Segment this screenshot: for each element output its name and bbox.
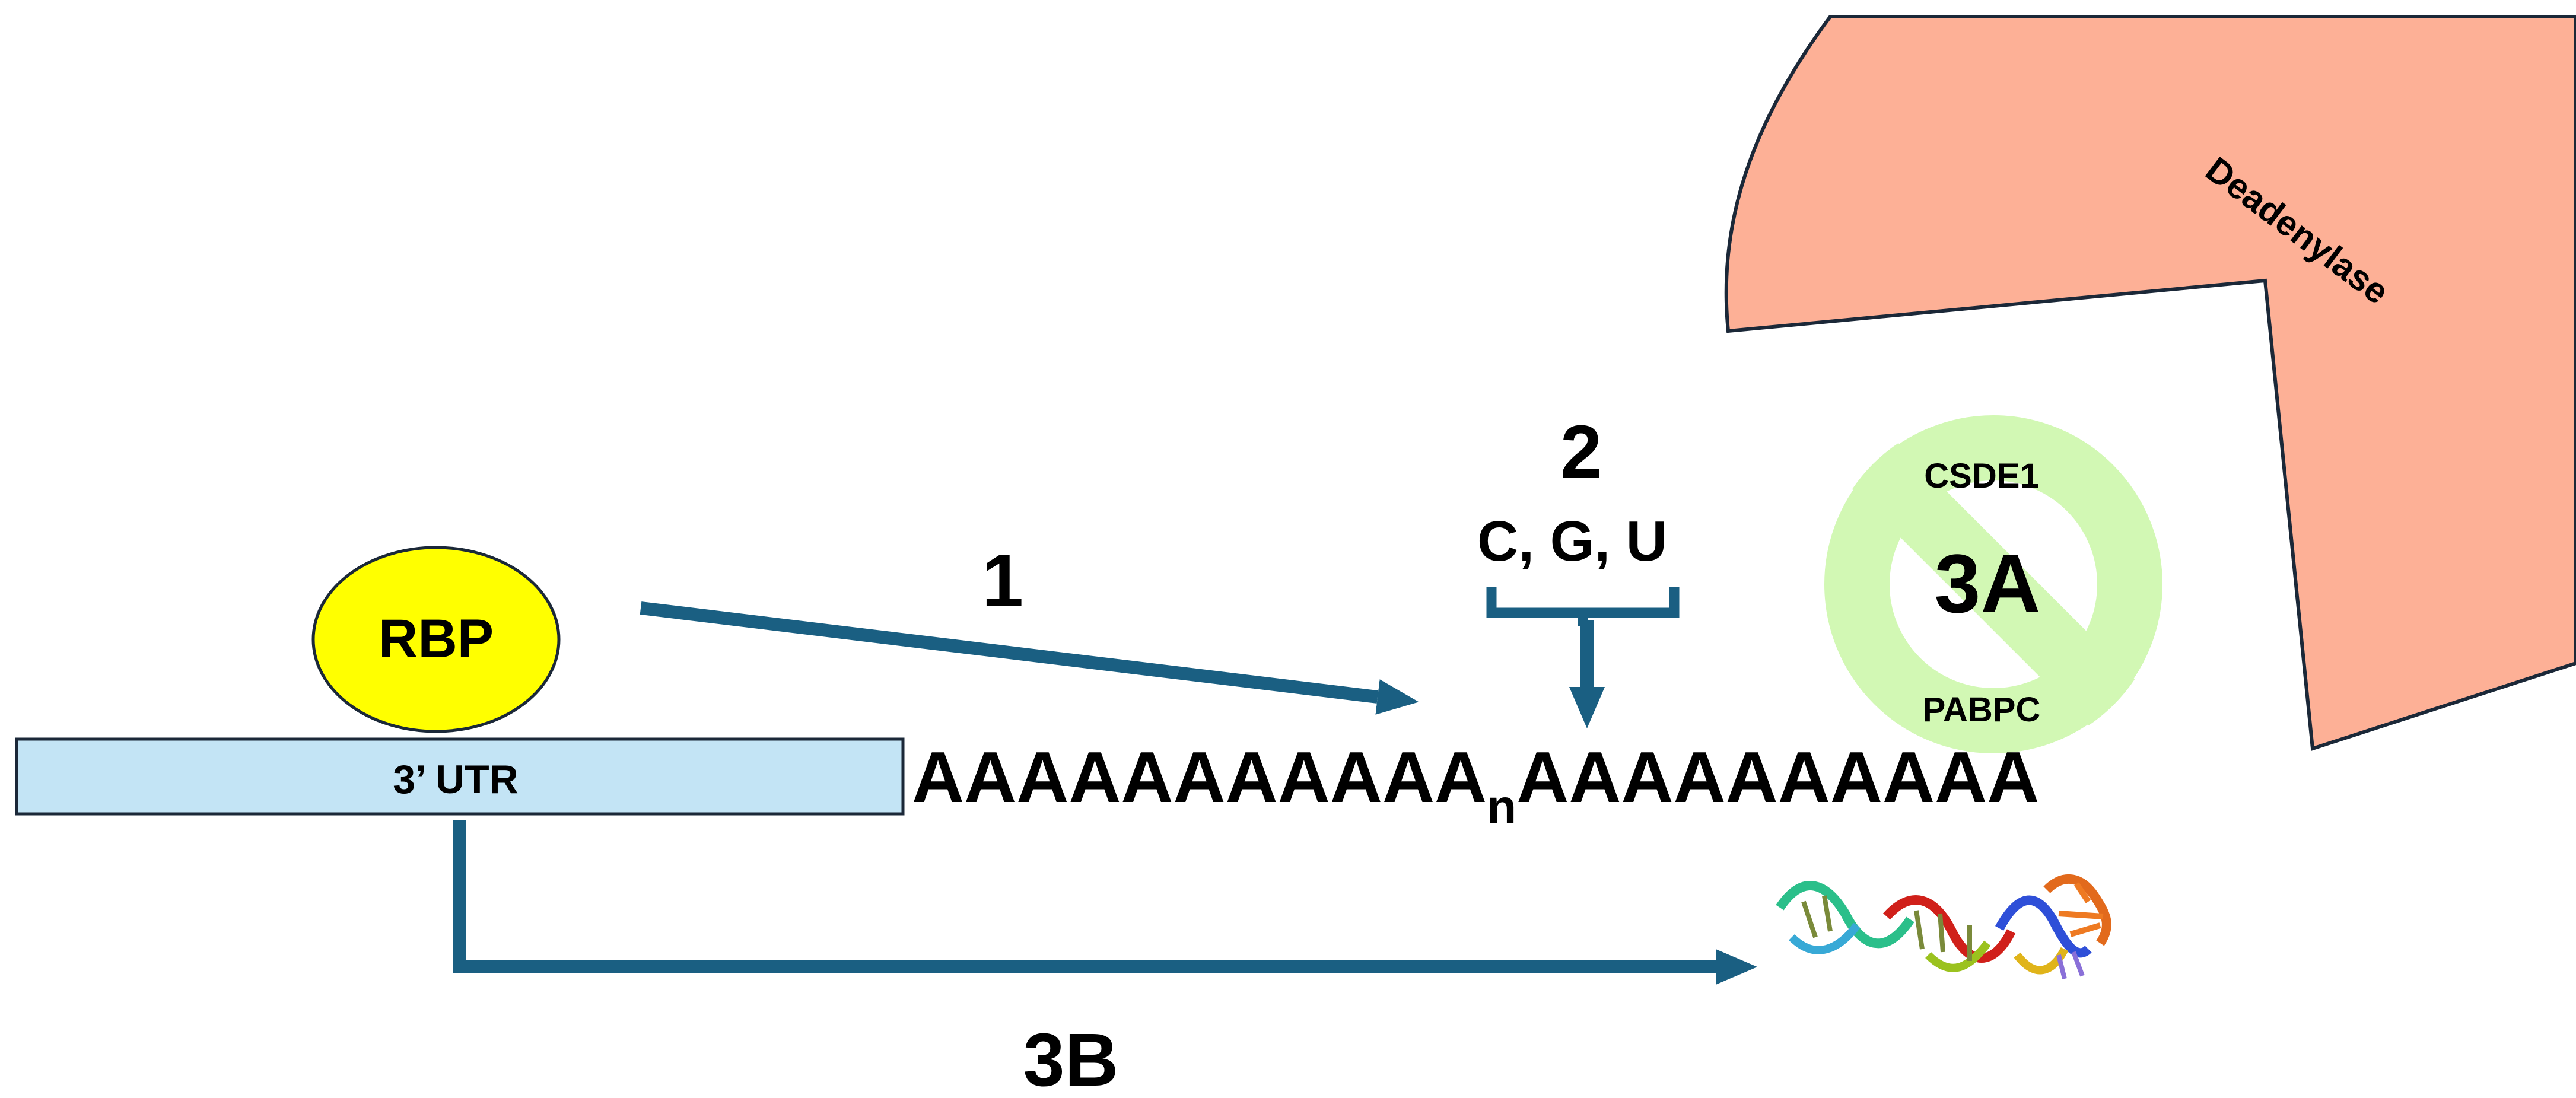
utr-bar: [15, 737, 905, 816]
pathway-2: 2 C, G, U: [1477, 410, 1680, 728]
rbp: RBP: [311, 546, 561, 733]
csde1-label: CSDE1: [1924, 457, 2038, 495]
pathway-3b-label: 3B: [1023, 1018, 1118, 1098]
pathway-3a-label: 3A: [1935, 537, 2041, 630]
pathway-1-label: 1: [982, 539, 1023, 622]
rbp-label: RBP: [379, 609, 494, 669]
polya-subscript: n: [1487, 780, 1516, 834]
rbp-ellipse: [311, 546, 561, 733]
polya-left: AAAAAAAAAAA: [912, 737, 1487, 817]
pathway-2-label: 2: [1560, 410, 1602, 494]
rna-structure-icon: [1776, 874, 2111, 979]
pathway-3b-arrow: [453, 820, 1757, 985]
pathway-1: 1: [640, 539, 1419, 715]
pabpc-label: PABPC: [1923, 690, 2041, 729]
pathway-3b: 3B: [453, 820, 1757, 1098]
prohibition-icon: [1824, 415, 2162, 753]
utr: 3’ UTR: [15, 737, 905, 816]
polya-right: AAAAAAAAAA: [1516, 737, 2039, 817]
polya-tail: AAAAAAAAAAAnAAAAAAAAAA: [912, 737, 2039, 834]
pathway-1-arrow: [640, 601, 1419, 715]
utr-label: 3’ UTR: [393, 757, 519, 802]
nucleotides-label: C, G, U: [1477, 510, 1667, 573]
deadenylase: Deadenylase: [1724, 15, 2576, 752]
pathway-3a: CSDE1 3A PABPC: [1824, 415, 2162, 753]
deadenylase-shape: [1724, 15, 2576, 752]
